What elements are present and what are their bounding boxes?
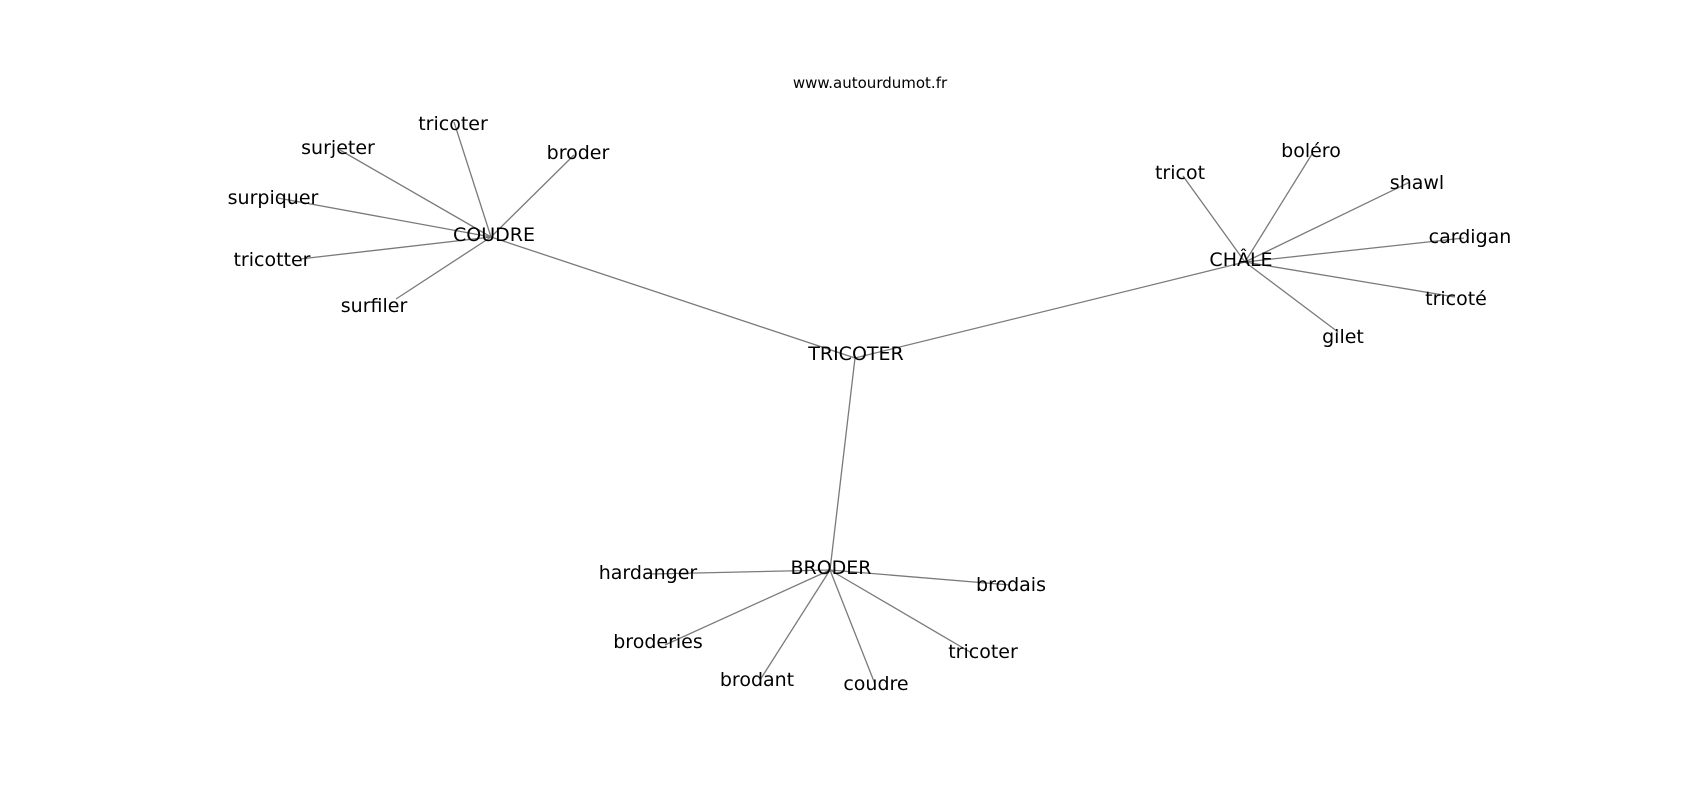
center-node-label: TRICOTER [807,343,903,365]
hub-leaf-edge [650,569,831,575]
edges-layer [277,121,1465,685]
leaf-node-label: surfiler [341,295,408,317]
leaf-node-label: tricoté [1425,288,1487,310]
hub-node-label: COUDRE [453,224,535,246]
hub-leaf-edge [664,569,831,646]
leaf-node-label: boléro [1281,140,1341,162]
leaf-node-label: coudre [843,673,908,695]
hub-leaf-edge [1244,237,1465,263]
hub-leaf-edge [829,569,876,685]
center-hub-edge [829,357,856,571]
leaf-node-label: tricot [1155,162,1205,184]
hub-leaf-edge [1244,181,1411,263]
leaf-node-label: shawl [1390,172,1444,194]
leaf-node-label: broderies [613,631,703,653]
center-hub-edge [854,261,1246,359]
hub-leaf-edge [829,569,971,653]
leaf-node-label: brodant [720,669,794,691]
center-hub-edge [490,236,856,359]
leaf-node-label: broder [547,142,610,164]
hub-node-label: CHÂLE [1209,248,1272,271]
hub-node-label: BRODER [790,557,871,579]
hub-leaf-edge [299,236,492,260]
leaf-node-label: tricotter [233,249,310,271]
leaf-node-label: cardigan [1429,226,1512,248]
site-watermark: www.autourdumot.fr [793,74,948,92]
hub-leaf-edge [1244,261,1456,298]
hub-leaf-edge [395,236,492,300]
labels-layer: www.autourdumot.fr TRICOTER COUDRE trico… [228,74,1512,695]
leaf-node-label: surjeter [301,137,375,159]
hub-leaf-edge [277,197,492,238]
hub-leaf-edge [1244,261,1339,333]
hub-leaf-edge [1244,153,1313,263]
leaf-node-label: surpiquer [228,187,319,209]
hub-leaf-edge [1182,175,1246,263]
hub-leaf-edge [829,569,1011,586]
hub-leaf-edge [339,149,492,238]
leaf-node-label: brodais [976,574,1046,596]
leaf-node-label: tricoter [418,113,488,135]
hub-leaf-edge [759,569,831,681]
leaf-node-label: tricoter [948,641,1018,663]
hub-leaf-edge [453,121,492,238]
leaf-node-label: hardanger [599,562,698,584]
hub-leaf-edge [490,154,575,238]
leaf-node-label: gilet [1322,326,1364,348]
